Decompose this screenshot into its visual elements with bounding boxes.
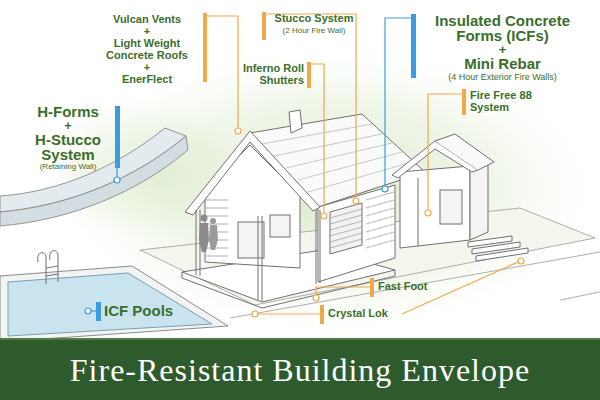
callout-bar — [115, 106, 120, 168]
callout-bar — [320, 305, 324, 324]
leader-line — [385, 18, 411, 186]
callout-group: Insulated Concrete Forms (ICFs)+Mini Reb… — [420, 13, 585, 82]
leader-dot — [313, 295, 319, 301]
callout-label: EnerFlect — [92, 73, 202, 85]
steps — [468, 236, 528, 261]
callout-label: Insulated Concrete Forms (ICFs) — [420, 13, 585, 43]
callout-bar — [307, 62, 311, 88]
icf-courses — [366, 192, 394, 248]
leader-dot — [252, 311, 258, 317]
callout-label: + — [92, 25, 202, 37]
leader-dot — [85, 308, 91, 314]
callout-label: Light Weight Concrete Roofs — [92, 37, 202, 61]
wing-post — [418, 178, 419, 246]
shutter-slats — [330, 209, 362, 248]
callout-bar — [411, 14, 416, 78]
leader-line — [428, 94, 462, 210]
title-text: Fire-Resistant Building Envelope — [0, 340, 600, 400]
leader-dot — [382, 186, 388, 192]
callout-label: + — [420, 43, 585, 56]
title-band-edge — [0, 338, 600, 340]
chimney — [289, 110, 302, 133]
callout-label: Fire Free 88 System — [470, 89, 556, 113]
porch-edge — [182, 270, 395, 308]
ground-line — [560, 292, 600, 300]
leader-line — [266, 14, 356, 198]
leader-dot — [235, 128, 241, 134]
callout-group: H-Forms+H-Stucco System(Retaining Wall) — [22, 104, 114, 172]
leader-line — [91, 310, 96, 311]
callout-label: Stucco System — [268, 12, 360, 25]
porch-post — [196, 210, 320, 301]
gable-roof — [185, 131, 320, 215]
leader-dot — [425, 210, 431, 216]
person — [199, 223, 209, 252]
callout-note: (2 Hour Fire Wall) — [268, 25, 360, 36]
pool-ladder — [38, 251, 58, 284]
pool-deck — [0, 266, 228, 342]
leader-dot — [518, 258, 524, 264]
leader-line — [311, 64, 324, 213]
leader-line — [116, 168, 117, 177]
leader-line — [316, 287, 370, 295]
callout-note: (4 Hour Exterior Fire Walls) — [420, 72, 585, 82]
leader-line — [258, 313, 320, 314]
callout-label: Crystal Lok — [328, 307, 418, 320]
callout-bar — [203, 13, 207, 82]
roof-courses — [262, 124, 412, 192]
callout-group: Fast Foot — [378, 280, 468, 293]
callout-label: H-Stucco System — [22, 132, 114, 162]
callout-group: Vulcan Vents+Light Weight Concrete Roofs… — [92, 13, 202, 85]
person — [201, 215, 208, 222]
leader-dot — [114, 177, 120, 183]
callout-label: H-Forms — [22, 104, 114, 119]
callout-group: Stucco System(2 Hour Fire Wall) — [268, 12, 360, 36]
callout-bar — [370, 278, 374, 297]
callout-label: Fast Foot — [378, 280, 468, 293]
callout-label: Mini Rebar — [420, 56, 585, 72]
leader-dot — [321, 213, 327, 219]
callout-label: + — [22, 119, 114, 132]
callout-bar — [462, 89, 466, 115]
roll-shutter — [330, 203, 362, 254]
leader-line — [207, 16, 238, 128]
callout-group: Crystal Lok — [328, 307, 418, 320]
person — [210, 218, 216, 224]
wing-roof — [435, 134, 494, 170]
window — [270, 215, 290, 237]
callout-label: Vulcan Vents — [92, 13, 202, 25]
callout-label: Inferno Roll Shutters — [222, 62, 304, 86]
callout-group: Inferno Roll Shutters — [222, 62, 304, 86]
icf-courses — [206, 200, 228, 256]
window — [440, 190, 462, 224]
callout-note: (Retaining Wall) — [22, 162, 114, 172]
leader-dot — [353, 198, 359, 204]
callout-label: + — [92, 61, 202, 73]
callout-label: ICF Pools — [104, 302, 214, 319]
door — [238, 222, 264, 258]
title-band — [0, 338, 600, 400]
callout-group: Fire Free 88 System — [470, 89, 556, 113]
person — [209, 225, 218, 250]
callout-bar — [96, 302, 101, 321]
wing-wall — [400, 166, 470, 248]
callout-group: ICF Pools — [104, 302, 214, 319]
callout-bar — [262, 12, 266, 40]
